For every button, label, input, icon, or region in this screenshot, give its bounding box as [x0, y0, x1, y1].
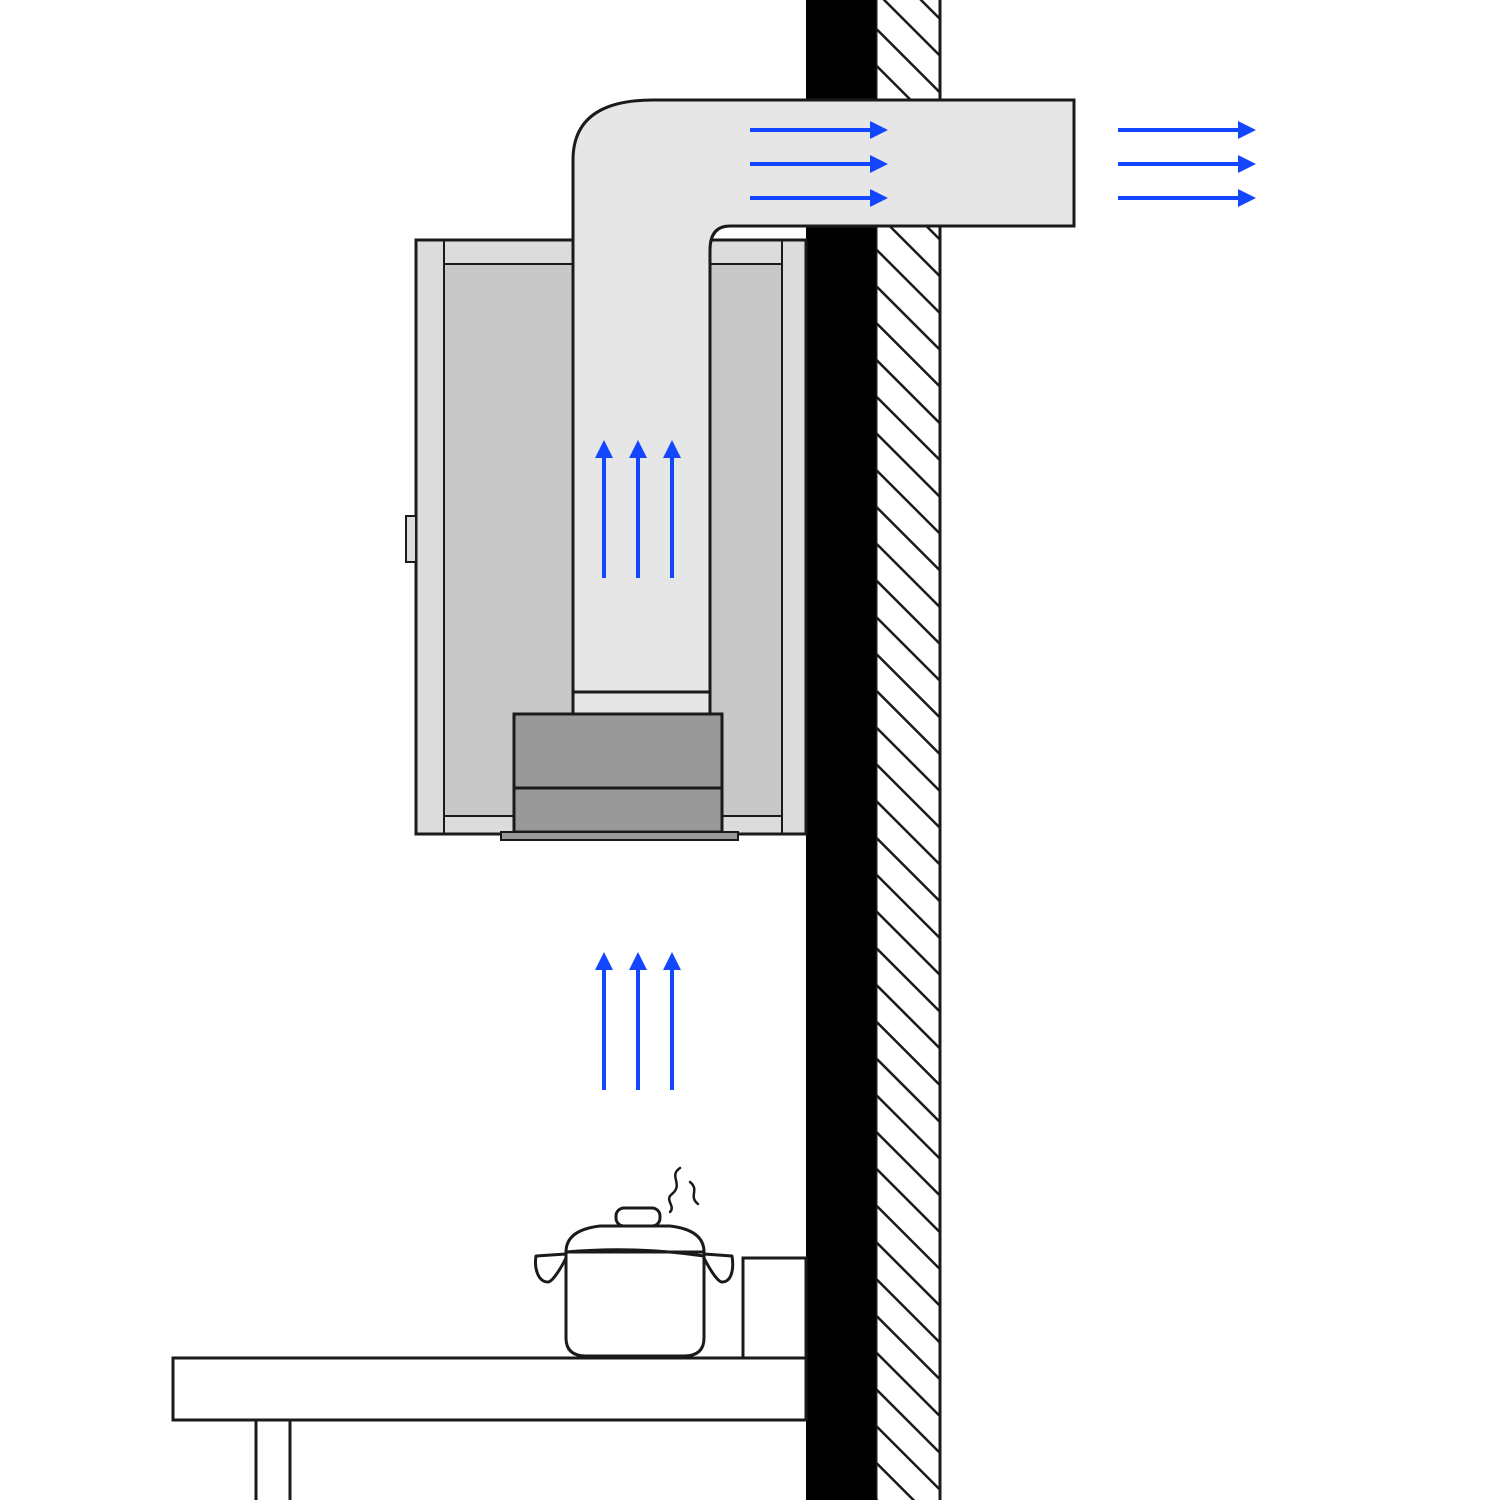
countertop — [171, 1356, 808, 1500]
backsplash-block — [741, 1256, 808, 1360]
duct-vertical-flow-arrow — [663, 440, 681, 578]
exhaust-outlet-flow-arrow — [1118, 121, 1256, 139]
duct-vertical-flow-arrow — [595, 440, 613, 578]
duct-horizontal-flow-arrow — [750, 189, 888, 207]
range-hood-fan-unit — [500, 712, 739, 841]
exhaust-duct — [571, 98, 1076, 694]
rising-steam-arrow — [629, 952, 647, 1090]
cabinet-handle — [405, 515, 417, 563]
cooking-pot — [534, 1166, 735, 1358]
duct-horizontal-flow-arrow — [750, 121, 888, 139]
exterior-wall — [874, 0, 942, 1500]
rising-steam-arrow — [595, 952, 613, 1090]
exhaust-outlet-flow-arrow — [1118, 189, 1256, 207]
interior-wall — [806, 0, 876, 1500]
duct-vertical-flow-arrow — [629, 440, 647, 578]
duct-horizontal-flow-arrow — [750, 155, 888, 173]
exhaust-outlet-flow-arrow — [1118, 155, 1256, 173]
duct-collar — [571, 690, 712, 716]
counter-leg — [254, 1418, 292, 1500]
rising-steam-arrow — [663, 952, 681, 1090]
airflow-arrows — [595, 121, 1256, 1090]
